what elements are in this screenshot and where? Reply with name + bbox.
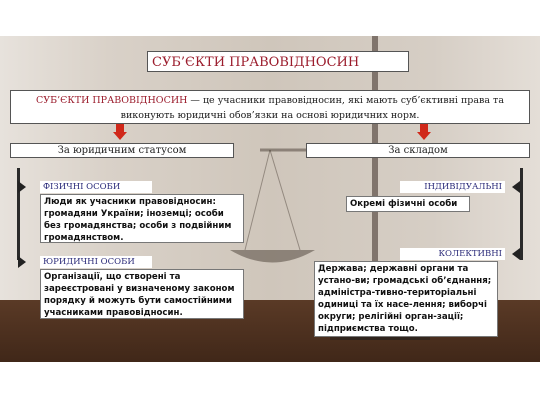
right-connector-line — [520, 168, 523, 260]
chevron-left-icon — [512, 248, 520, 260]
top-band — [0, 0, 540, 36]
desc-individual: Окремі фізичні особи — [346, 196, 470, 212]
chevron-right-icon — [18, 256, 26, 268]
arrow-right-icon — [417, 132, 431, 140]
definition-text: — це учасники правовідносин, які мають с… — [120, 95, 504, 121]
header-collective: КОЛЕКТИВНІ — [400, 248, 505, 260]
definition-term: СУБ’ЄКТИ ПРАВОВІДНОСИН — [36, 95, 188, 106]
arrow-left-stem — [116, 124, 124, 132]
category-legal-status: За юридичним статусом — [10, 143, 234, 158]
arrow-left-icon — [113, 132, 127, 140]
page-title: СУБ’ЄКТИ ПРАВОВІДНОСИН — [147, 51, 409, 72]
desc-individuals: Люди як учасники правовідносин: громадян… — [40, 194, 244, 243]
category-composition: За складом — [306, 143, 530, 158]
header-legal-entities: ЮРИДИЧНІ ОСОБИ — [40, 256, 152, 268]
chevron-right-icon — [18, 181, 26, 193]
chevron-left-icon — [512, 181, 520, 193]
definition-box: СУБ’ЄКТИ ПРАВОВІДНОСИН — це учасники пра… — [10, 90, 530, 124]
desc-collective: Держава; державні органи та устано-ви; г… — [314, 261, 498, 337]
header-individuals: ФІЗИЧНІ ОСОБИ — [40, 181, 152, 193]
arrow-right-stem — [420, 124, 428, 132]
left-connector-line — [17, 168, 20, 260]
bottom-band — [0, 362, 540, 405]
desc-legal-entities: Організації, що створені та зареєстрован… — [40, 269, 244, 319]
header-individual: ІНДИВІДУАЛЬНІ — [400, 181, 505, 193]
